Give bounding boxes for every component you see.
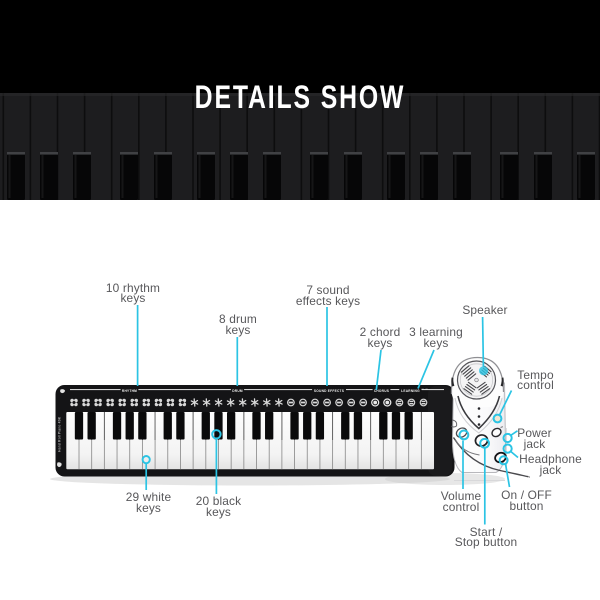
svg-text:RHYTHM: RHYTHM — [122, 389, 137, 393]
svg-text:CHORUS: CHORUS — [374, 389, 389, 393]
svg-text:DRUM: DRUM — [232, 389, 243, 393]
svg-text:LEARNING: LEARNING — [401, 389, 420, 393]
svg-text:Hand Roll Piano 49K: Hand Roll Piano 49K — [58, 416, 62, 452]
svg-text:SOUND EFFECTS: SOUND EFFECTS — [314, 389, 344, 393]
